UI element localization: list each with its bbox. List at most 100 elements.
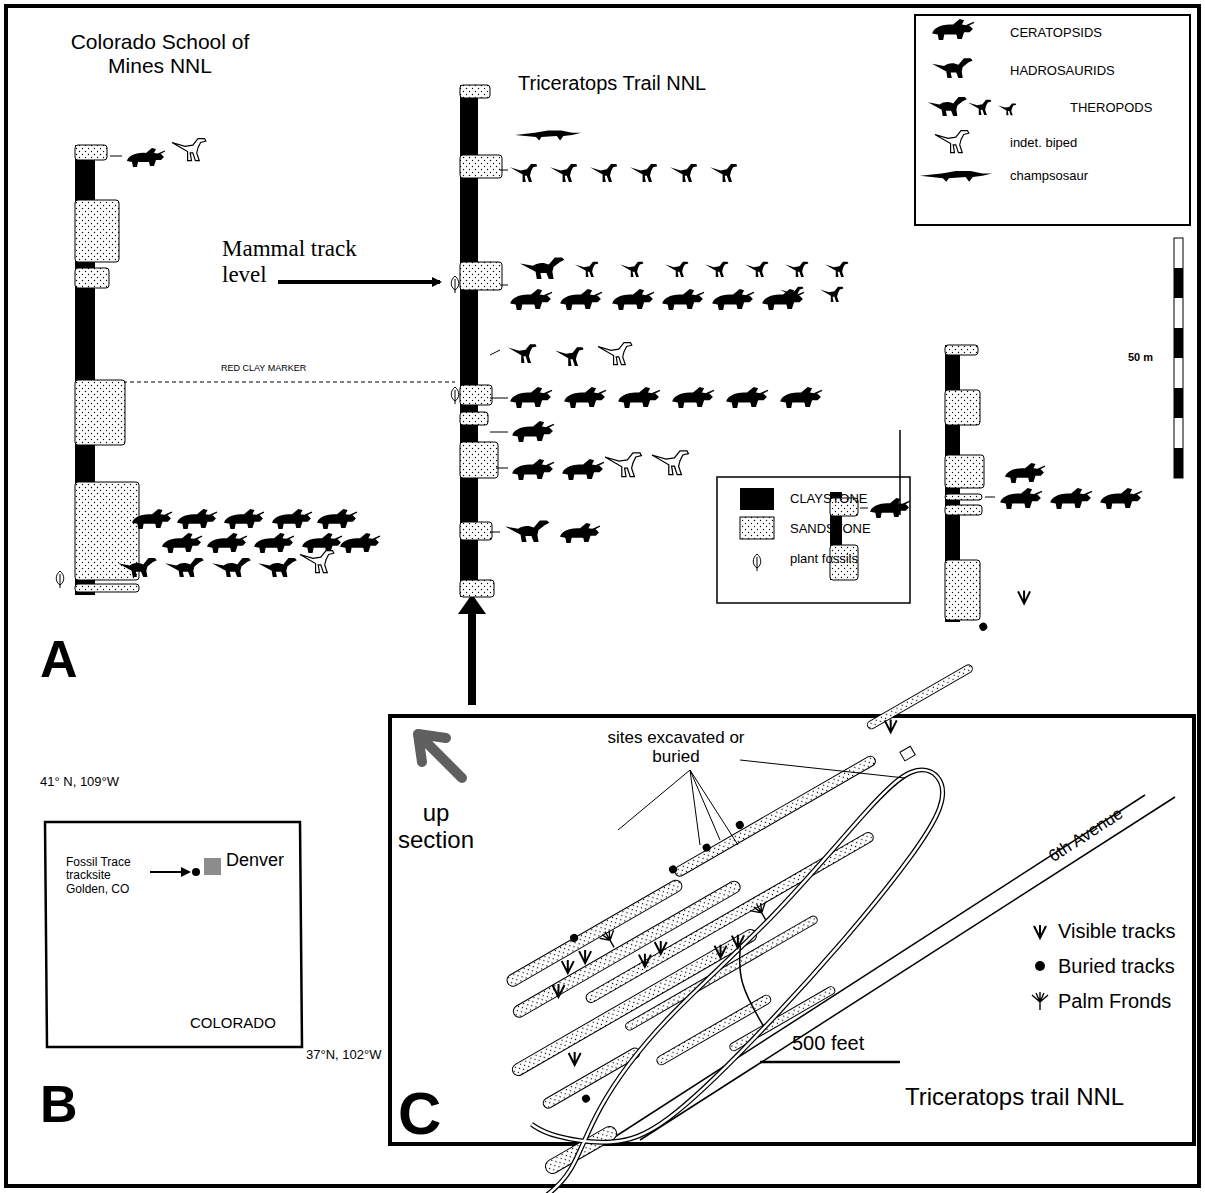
track-maker-silhouette bbox=[1000, 488, 1042, 509]
scale-bar bbox=[760, 1061, 900, 1064]
track-maker-silhouette bbox=[1100, 488, 1142, 509]
track-maker-silhouette bbox=[272, 509, 312, 529]
legend-text: CLAYSTONE bbox=[790, 491, 868, 506]
leader-tick bbox=[490, 432, 508, 433]
track-maker-silhouette bbox=[665, 262, 688, 277]
drawing-part bbox=[900, 746, 915, 761]
visible-track bbox=[655, 941, 667, 954]
leader-line bbox=[618, 770, 690, 830]
track-maker-silhouette bbox=[317, 509, 357, 529]
legend-symbol bbox=[1034, 925, 1046, 938]
legend-text: CERATOPSIDS bbox=[1010, 25, 1102, 40]
buried-track bbox=[978, 621, 989, 632]
leader-line bbox=[740, 760, 905, 778]
plant-fossil bbox=[56, 571, 64, 588]
legend-swatch bbox=[740, 517, 774, 539]
track-maker-silhouette bbox=[564, 387, 606, 408]
track-maker-silhouette bbox=[212, 558, 251, 577]
pointer-arrow bbox=[468, 612, 476, 705]
palm-frond bbox=[598, 928, 621, 952]
sandstone-outcrop bbox=[673, 754, 877, 878]
visible-track bbox=[732, 935, 744, 948]
track-maker-silhouette bbox=[612, 289, 654, 310]
track-maker-silhouette bbox=[515, 131, 581, 141]
track-maker-silhouette bbox=[1050, 488, 1092, 509]
track-maker-silhouette bbox=[508, 344, 537, 363]
figure-label: Visible tracks bbox=[1058, 920, 1175, 942]
scale-bar bbox=[1174, 238, 1183, 478]
track-figures bbox=[118, 131, 1142, 578]
marker-line bbox=[102, 382, 455, 383]
track-maker-silhouette bbox=[870, 498, 910, 518]
buried-track bbox=[569, 933, 580, 944]
sandstone-bed bbox=[945, 494, 982, 500]
leader-tick bbox=[110, 156, 122, 157]
track-maker-silhouette bbox=[177, 509, 217, 529]
legend-symbol bbox=[932, 58, 973, 78]
pointer-arrow bbox=[278, 280, 440, 284]
track-maker-silhouette bbox=[510, 164, 537, 182]
figure-label: C bbox=[398, 1080, 441, 1147]
figure-label: Buried tracks bbox=[1058, 955, 1175, 977]
legend-box bbox=[915, 15, 1190, 225]
legend-symbol bbox=[928, 97, 967, 116]
legend-symbol bbox=[998, 103, 1016, 115]
city-square bbox=[204, 858, 221, 875]
track-maker-silhouette bbox=[224, 509, 264, 529]
sandstone-bed bbox=[945, 560, 980, 620]
figure-label: 50 m bbox=[1128, 351, 1153, 363]
buried-track bbox=[668, 864, 679, 875]
visible-track bbox=[1018, 590, 1030, 603]
figure-label: Colorado School of Mines NNL bbox=[55, 30, 265, 77]
plant-fossil bbox=[451, 387, 459, 404]
visible-track bbox=[552, 984, 564, 997]
leader-tick bbox=[490, 350, 500, 355]
visible-track bbox=[562, 960, 574, 973]
figure-label: 41° N, 109°W bbox=[40, 775, 130, 790]
sandstone-bed bbox=[75, 584, 139, 592]
legend-box bbox=[717, 477, 910, 603]
track-maker-silhouette bbox=[662, 289, 704, 310]
figure-label: Denver bbox=[226, 850, 284, 870]
up-arrow bbox=[418, 734, 462, 778]
track-maker-silhouette bbox=[710, 164, 737, 182]
track-maker-silhouette bbox=[785, 262, 808, 277]
track-maker-silhouette bbox=[172, 139, 206, 161]
sandstone-bed bbox=[945, 390, 980, 425]
sandstone-outcrop bbox=[541, 1046, 641, 1110]
leader-tick bbox=[860, 508, 868, 509]
track-maker-silhouette bbox=[618, 387, 660, 408]
visible-track bbox=[579, 950, 591, 963]
legend-text: plant fossils bbox=[790, 551, 858, 566]
track-maker-silhouette bbox=[780, 387, 822, 408]
leader-line bbox=[690, 770, 738, 845]
sandstone-bed bbox=[75, 200, 119, 262]
track-maker-silhouette bbox=[820, 287, 843, 302]
legend-symbol bbox=[935, 131, 969, 153]
legend-symbol bbox=[1035, 961, 1045, 971]
figure-label: Triceratops trail NNL bbox=[905, 1084, 1124, 1111]
buried-track bbox=[734, 820, 745, 831]
drawing-part bbox=[1174, 328, 1183, 358]
leader-tick bbox=[496, 468, 508, 469]
track-maker-silhouette bbox=[302, 533, 342, 553]
figure-label: Triceratops Trail NNL bbox=[518, 72, 706, 94]
trail bbox=[448, 762, 1022, 1193]
buried-track bbox=[581, 1093, 592, 1104]
plant-fossil bbox=[451, 276, 459, 293]
leader-tick bbox=[500, 285, 508, 286]
figure-label: Mammal track level bbox=[222, 236, 397, 288]
sandstone-bed bbox=[460, 262, 502, 290]
panel-frame bbox=[390, 716, 1194, 1144]
figure-label: 37°N, 102°W bbox=[306, 1048, 386, 1063]
track-maker-silhouette bbox=[630, 164, 657, 182]
legend-text: champsosaur bbox=[1010, 168, 1088, 183]
trail bbox=[448, 762, 1022, 1193]
buried-track bbox=[701, 842, 712, 853]
visible-track bbox=[639, 954, 651, 967]
legend-symbol bbox=[932, 19, 974, 40]
track-maker-silhouette bbox=[825, 262, 848, 277]
track-maker-silhouette bbox=[598, 343, 632, 365]
track-maker-silhouette bbox=[562, 459, 604, 480]
track-maker-silhouette bbox=[550, 164, 577, 182]
